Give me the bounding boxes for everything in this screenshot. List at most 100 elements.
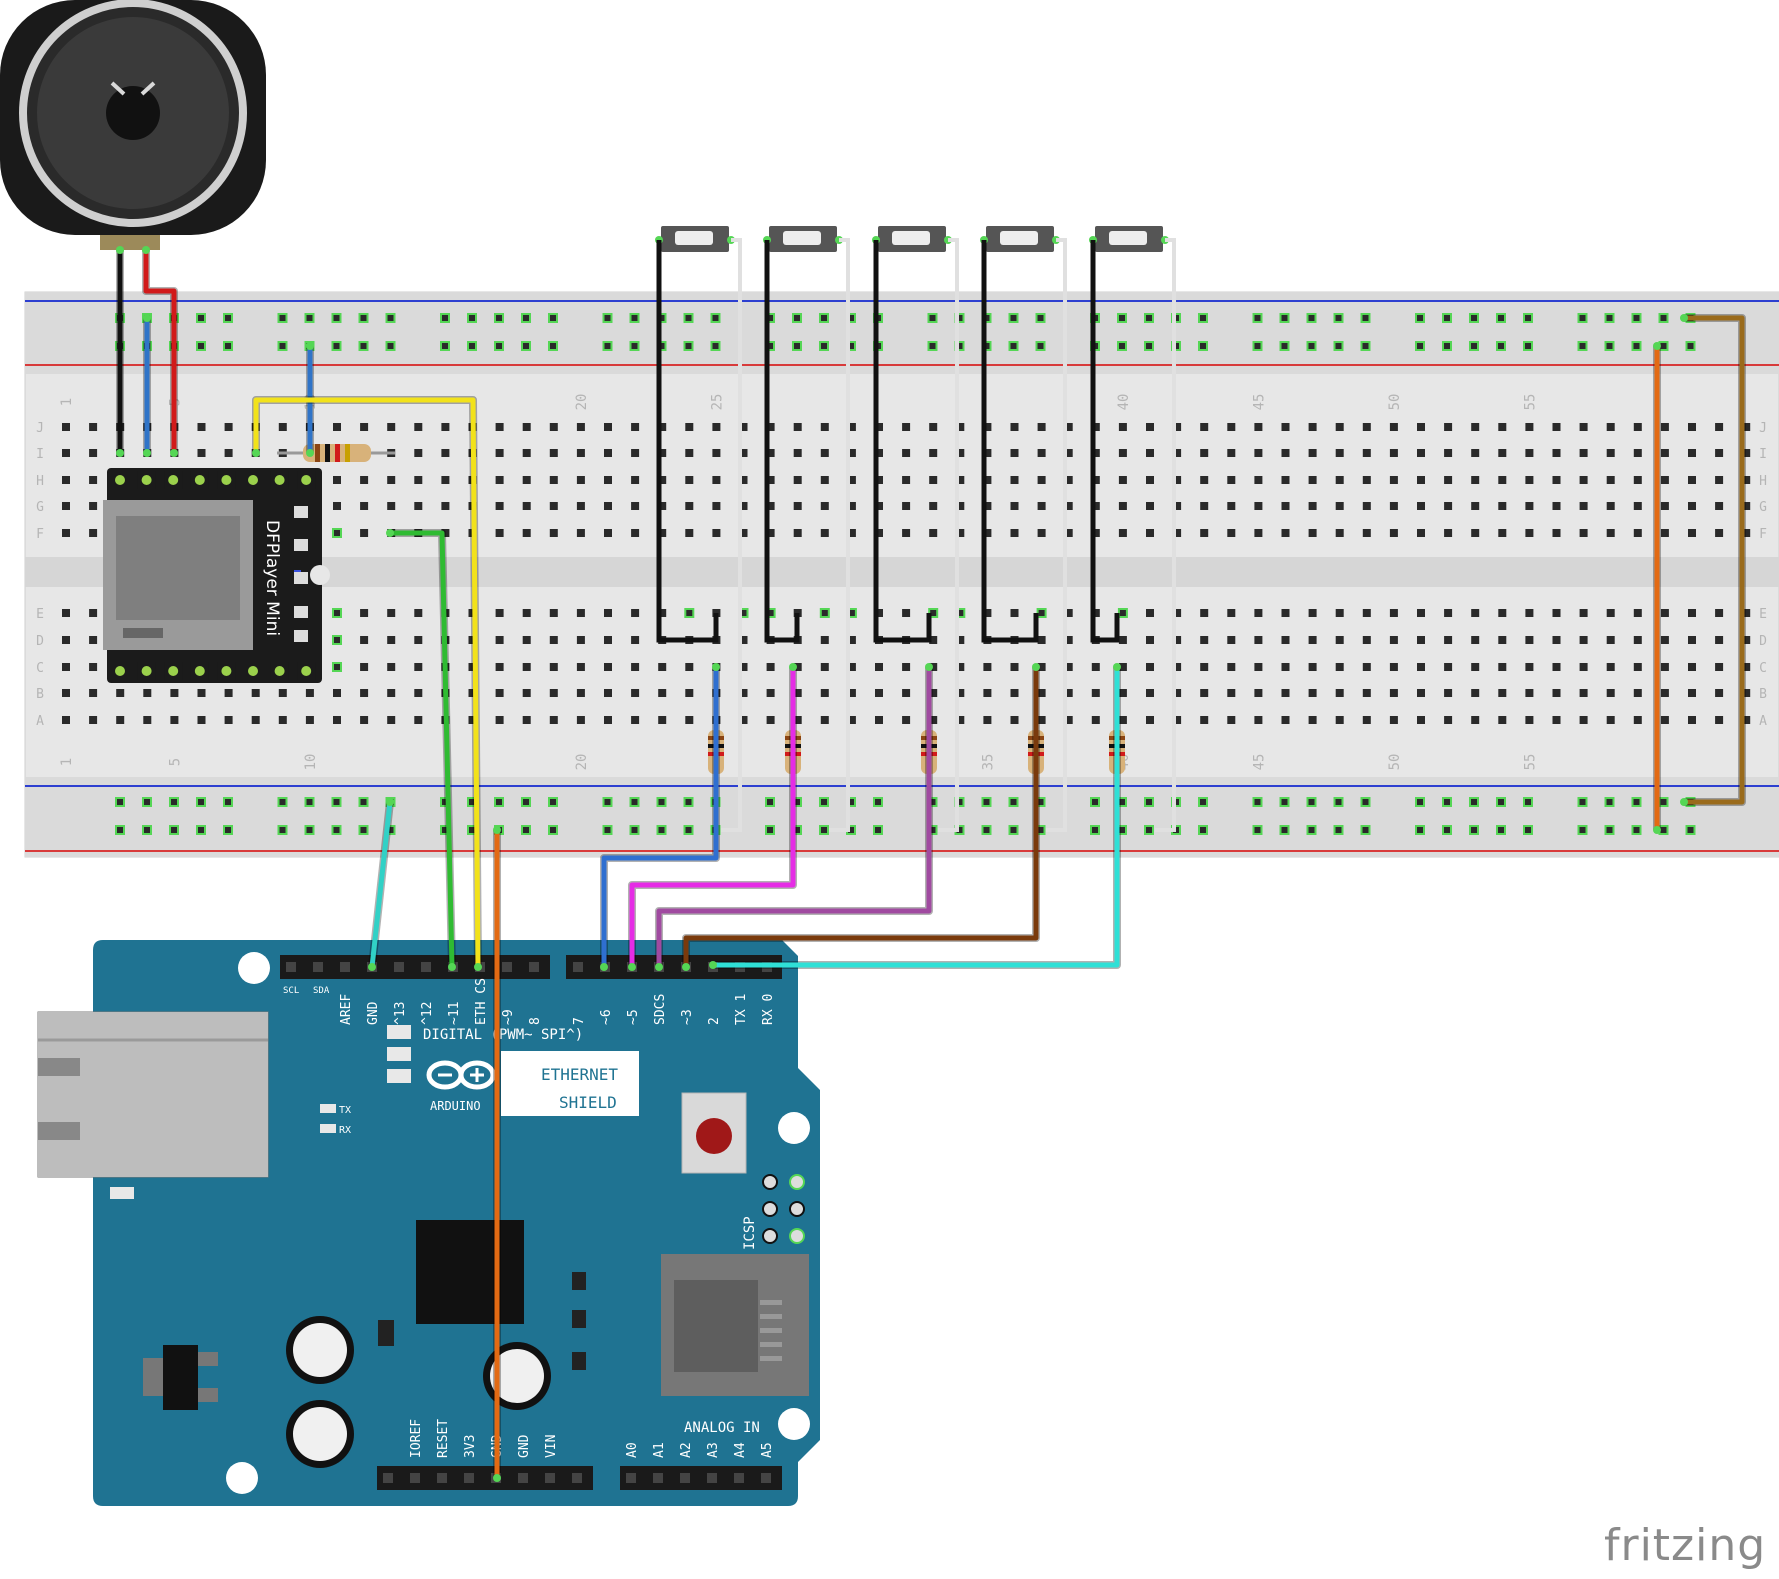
column-number: 45 (1251, 754, 1267, 771)
breadboard-hole (1471, 636, 1480, 644)
column-number: 40 (1116, 394, 1132, 411)
breadboard-hole (1091, 716, 1100, 724)
breadboard-hole (197, 449, 206, 457)
pin-label: RX 0 (761, 994, 776, 1025)
pin-label: VIN (544, 1435, 559, 1458)
breadboard-hole (1525, 502, 1534, 510)
breadboard-hole (1227, 609, 1236, 617)
pin-label: RESET (436, 1419, 451, 1458)
breadboard-hole (1606, 449, 1615, 457)
breadboard-hole (983, 529, 992, 537)
breadboard-hole (739, 423, 748, 431)
header-pin (626, 1473, 636, 1483)
breadboard-hole (1471, 502, 1480, 510)
breadboard-hole (1742, 663, 1751, 671)
mount-hole-icon (778, 1112, 810, 1144)
row-letter: A (36, 714, 44, 729)
breadboard-hole (549, 476, 558, 484)
breadboard-hole (197, 689, 206, 697)
breadboard-hole (712, 502, 721, 510)
breadboard-hole (522, 716, 531, 724)
breadboard-hole (224, 423, 233, 431)
rail-hole (358, 313, 369, 323)
push-button[interactable] (763, 226, 843, 252)
rx-led (320, 1124, 336, 1133)
push-button[interactable] (1089, 226, 1169, 252)
rail-hole (277, 341, 288, 351)
rail-hole (358, 825, 369, 835)
breadboard-hole (902, 663, 911, 671)
breadboard-hole (658, 502, 667, 510)
rail-hole (683, 313, 694, 323)
push-buttons (655, 226, 1169, 252)
breadboard-hole (1173, 636, 1182, 644)
sd-slot-inner (116, 516, 240, 620)
breadboard-hole (820, 423, 829, 431)
rail-hole (1090, 825, 1100, 835)
push-button[interactable] (872, 226, 952, 252)
breadboard-hole (89, 423, 98, 431)
breadboard-hole (1037, 689, 1046, 697)
push-button[interactable] (655, 226, 735, 252)
row-letter: J (1759, 421, 1767, 436)
breadboard-hole (441, 449, 450, 457)
rail-hole (1523, 797, 1533, 807)
header-pin (464, 1473, 474, 1483)
header-pin (518, 1473, 528, 1483)
breadboard-hole (1417, 449, 1425, 457)
wire-rail-brown (1680, 314, 1746, 806)
push-button[interactable] (980, 226, 1060, 252)
breadboard-hole (739, 636, 748, 644)
breadboard-hole (1227, 636, 1236, 644)
breadboard-hole (441, 529, 450, 537)
breadboard-hole (387, 476, 396, 484)
column-number: 5 (167, 758, 183, 766)
breadboard-hole (1308, 716, 1317, 724)
column-number: 55 (1522, 394, 1538, 411)
breadboard-hole (929, 663, 938, 671)
breadboard-hole (1389, 423, 1398, 431)
breadboard-hole (766, 663, 775, 671)
breadboard-hole (224, 716, 233, 724)
rail-hole (1415, 797, 1425, 807)
breadboard-hole (1227, 502, 1236, 510)
reset-button-cap-icon[interactable] (696, 1118, 732, 1154)
smd-part (294, 506, 308, 518)
rail-hole (819, 313, 829, 323)
rail-hole (1469, 341, 1479, 351)
rail-hole (602, 797, 613, 807)
breadboard-hole (1200, 476, 1209, 484)
rail-hole (710, 341, 721, 351)
breadboard-hole (1525, 449, 1534, 457)
breadboard-hole (1173, 689, 1182, 697)
breadboard-hole (820, 663, 829, 671)
rail-hole (1306, 797, 1317, 807)
breadboard-hole (1633, 716, 1642, 724)
breadboard-hole (1498, 663, 1507, 671)
breadboard-hole (1064, 476, 1073, 484)
breadboard-hole (1552, 449, 1561, 457)
smd-part (378, 1320, 394, 1346)
breadboard-hole (1742, 502, 1751, 510)
row-letter: E (36, 607, 44, 622)
rail-hole (223, 313, 233, 323)
breadboard-hole (1660, 636, 1669, 644)
breadboard-hole (414, 476, 423, 484)
rail-hole (1144, 341, 1154, 351)
breadboard-hole (1389, 716, 1398, 724)
breadboard-hole (631, 449, 640, 457)
breadboard-hole (1498, 636, 1507, 644)
breadboard-hole (929, 502, 938, 510)
breadboard-hole (1254, 529, 1263, 537)
breadboard-hole (712, 449, 721, 457)
breadboard-hole (1010, 502, 1019, 510)
rail-hole (927, 313, 938, 323)
rail-hole (1442, 797, 1452, 807)
breadboard-hole (1335, 502, 1344, 510)
rail-hole (440, 341, 450, 351)
breadboard-hole (1715, 449, 1724, 457)
breadboard-hole (1688, 636, 1696, 644)
column-number: 25 (709, 394, 725, 411)
breadboard-hole (333, 689, 341, 697)
